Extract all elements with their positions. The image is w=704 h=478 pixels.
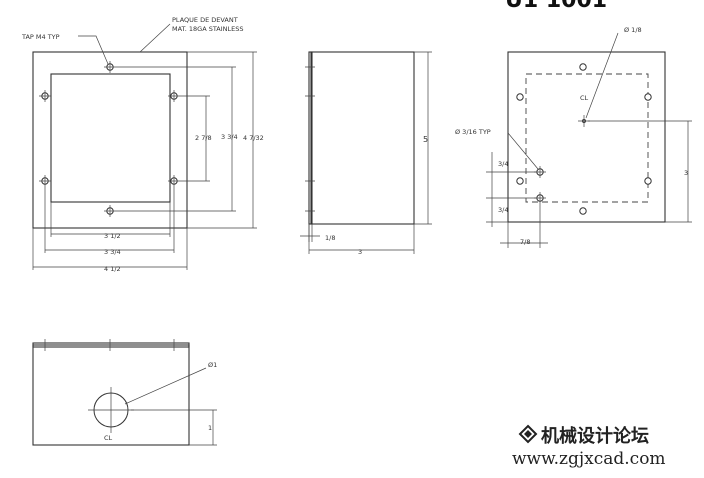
dim-inner-height: 2 7/8: [195, 134, 212, 142]
dim-line-back-right: [588, 120, 692, 223]
leader-tap: [78, 35, 109, 65]
dim-line-outer-width: [32, 228, 188, 270]
back-holes: [516, 63, 652, 215]
leader-plate: [139, 23, 171, 53]
note-tap: TAP M4 TYP: [21, 33, 60, 41]
back-outer: [507, 51, 666, 223]
dim-bottom-hole: Ø1: [208, 361, 217, 369]
front-view: PLAQUE DE DEVANT MAT. 18GA STAINLESS TAP…: [21, 16, 264, 273]
dim-inner-width: 3 1/2: [104, 232, 121, 240]
dim-back-vertical-upper: 3/4: [498, 160, 508, 168]
dim-hole-width: 3 3/4: [104, 248, 121, 256]
dim-line-side-height: [414, 51, 432, 225]
back-hole-bottom: [579, 207, 587, 215]
dim-back-right: 3: [684, 169, 688, 177]
front-outer-plate: [32, 51, 188, 229]
dim-line-side-flange: [300, 224, 320, 242]
leader-bottom-hole: [124, 367, 207, 405]
back-hole-top: [579, 63, 587, 71]
back-hole-right-upper: [644, 93, 652, 101]
bottom-hole-cross: [88, 387, 134, 433]
back-centerline: CL: [580, 94, 589, 102]
dim-side-height: 5: [423, 135, 428, 144]
dim-line-inner-width: [50, 202, 171, 237]
title-fragment: U1 1001: [505, 0, 607, 13]
dim-outer-width: 4 1/2: [104, 265, 121, 273]
dim-side-depth: 3: [358, 248, 362, 256]
watermark-cn-text: 机械设计论坛: [541, 425, 649, 447]
back-hidden-outline: [525, 73, 649, 203]
dim-line-hole-width: [44, 187, 175, 253]
dim-line-bottom-right: [131, 409, 217, 446]
dim-line-hole-height: [116, 66, 236, 212]
dim-line-back-bottom: [500, 204, 548, 248]
dim-bottom-right: 1: [208, 424, 212, 432]
side-body: [310, 51, 415, 225]
dim-line-outer-height: [187, 51, 257, 229]
note-plate-line2: MAT. 18GA STAINLESS: [172, 25, 244, 33]
dim-back-vertical-lower: 3/4: [498, 206, 508, 214]
dim-line-inner-height: [180, 95, 210, 182]
leader-back-hole-typ: [507, 132, 539, 170]
bottom-view: CL Ø1 1: [32, 339, 217, 446]
bottom-body: [32, 344, 190, 446]
watermark: 机械设计论坛 www.zgjxcad.com: [512, 424, 666, 469]
watermark-url: www.zgjxcad.com: [512, 449, 666, 469]
back-hole-left-lower: [516, 177, 524, 185]
leader-back-hole-small: [585, 32, 619, 119]
bottom-flange: [32, 342, 190, 348]
note-plate-line1: PLAQUE DE DEVANT: [172, 16, 238, 24]
side-screw-marks: [305, 66, 315, 212]
dim-hole-height: 3 3/4: [221, 133, 238, 141]
front-inner-window: [50, 73, 171, 203]
dim-back-hole-typ: Ø 3/16 TYP: [455, 128, 491, 136]
side-flange: [308, 51, 313, 225]
back-view: CL Ø 1/8 Ø 3/16 TYP 3/4 3/4 3 7/8: [455, 26, 692, 248]
dim-side-flange: 1/8: [325, 234, 335, 242]
dim-outer-height: 4 7/32: [243, 134, 264, 142]
side-view: 5 3 1/8: [300, 51, 432, 256]
bottom-centerline: CL: [104, 434, 113, 442]
dim-back-hole-small: Ø 1/8: [624, 26, 642, 34]
dim-back-bottom: 7/8: [520, 238, 530, 246]
dim-line-back-vertical: [486, 152, 536, 227]
back-hole-left-upper: [516, 93, 524, 101]
front-tap-holes: [39, 61, 180, 217]
bottom-screw-marks: [44, 339, 175, 351]
back-hole-right-lower: [644, 177, 652, 185]
diamond-logo-icon: [518, 424, 538, 444]
